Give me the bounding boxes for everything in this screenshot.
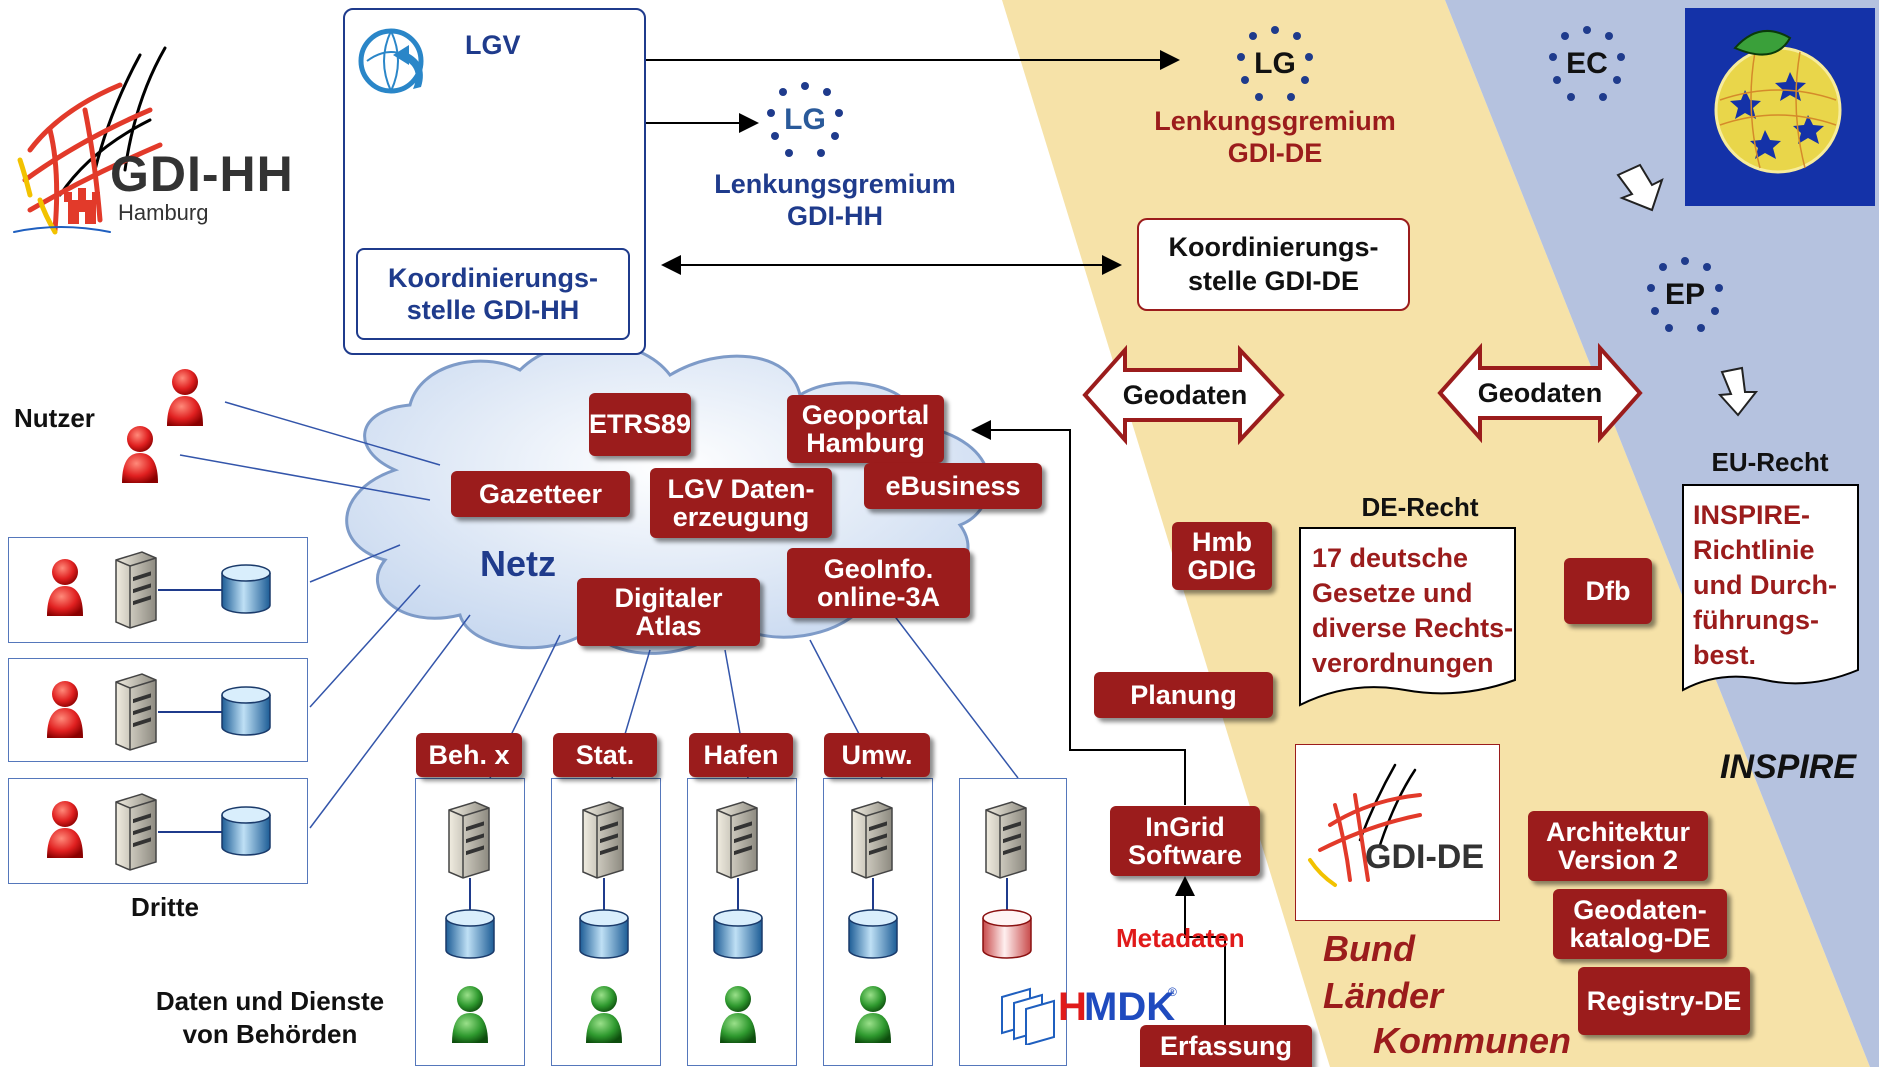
geodaten-arrow-right	[1437, 342, 1643, 444]
ep-symbol: EP	[1664, 278, 1706, 311]
architektur-box: Architektur Version 2	[1528, 811, 1708, 881]
lg-de-emblem: LG	[1225, 22, 1325, 112]
lg-de-label: Lenkungsgremium GDI-DE	[1154, 106, 1396, 169]
geoportal-box: Geoportal Hamburg	[787, 395, 944, 463]
hmdk-logo-reg: ®	[1168, 985, 1177, 999]
geodaten-arrow-left	[1082, 344, 1285, 446]
gdi-hh-logo-city: Hamburg	[118, 200, 209, 225]
koord-de-label: Koordinierungs- stelle GDI-DE	[1168, 231, 1379, 296]
erfassung-box: Erfassung	[1140, 1025, 1312, 1067]
gdi-de-logo-name: GDI-DE	[1365, 838, 1484, 876]
behoerde-label-4: Umw.	[824, 733, 930, 777]
inspire-label: INSPIRE	[1720, 748, 1857, 786]
lg-hh-label: Lenkungsgremium GDI-HH	[714, 169, 956, 232]
koord-hh-box: Koordinierungs- stelle GDI-HH	[356, 248, 630, 340]
dritte-row-1	[8, 537, 308, 643]
ec-emblem: EC	[1537, 22, 1637, 112]
geodaten-right-label: Geodaten	[1477, 378, 1603, 408]
hmdk-logo: H MDK ®	[996, 985, 1177, 1045]
nutzer-label: Nutzer	[14, 403, 95, 433]
ep-emblem: EP	[1635, 253, 1735, 343]
eu-recht-text: INSPIRE- Richtlinie und Durch- führungs-…	[1693, 500, 1837, 671]
lg-hh-emblem: LG	[755, 78, 855, 168]
registry-box: Registry-DE	[1578, 967, 1750, 1035]
behoerde-column-1	[415, 778, 525, 1066]
ec-symbol: EC	[1566, 47, 1608, 80]
gdi-hh-logo-mark	[13, 46, 167, 235]
eu-recht-paper	[1682, 484, 1859, 692]
behoerde-column-2	[551, 778, 661, 1066]
behoerde-column-4	[823, 778, 933, 1066]
geodatenkatalog-box: Geodaten- katalog-DE	[1553, 889, 1727, 959]
digitaler-atlas-box: Digitaler Atlas	[577, 578, 760, 646]
hmdk-logo-h: H	[1058, 985, 1087, 1029]
laender-label: Länder	[1323, 975, 1444, 1016]
etrs89-box: ETRS89	[589, 393, 691, 456]
gdi-hh-logo-name: GDI-HH	[110, 146, 294, 202]
lgv-globe-icon	[353, 25, 433, 95]
netz-label: Netz	[480, 543, 557, 584]
dritte-label: Dritte	[131, 892, 199, 922]
behoerde-label-3: Hafen	[689, 733, 793, 777]
de-recht-title: DE-Recht	[1361, 492, 1479, 522]
hmb-gdig-box: Hmb GDIG	[1172, 522, 1272, 590]
de-recht-text: 17 deutsche Gesetze und diverse Rechts- …	[1312, 543, 1514, 679]
de-recht-paper	[1299, 527, 1516, 707]
bund-label: Bund	[1323, 928, 1415, 969]
behoerde-label-1: Beh. x	[416, 733, 522, 777]
dritte-row-3	[8, 778, 308, 884]
lgv-daten-box: LGV Daten- erzeugung	[650, 468, 832, 538]
lgv-label: LGV	[465, 30, 521, 60]
lg-de-symbol: LG	[1254, 47, 1296, 80]
ingrid-box: InGrid Software	[1110, 806, 1260, 876]
gdi-de-logo-box	[1295, 744, 1500, 921]
metadaten-label: Metadaten	[1116, 923, 1245, 953]
eu-recht-title: EU-Recht	[1711, 447, 1829, 477]
hamburg-castle-icon	[64, 188, 100, 224]
gazetteer-box: Gazetteer	[451, 471, 630, 517]
planung-box: Planung	[1094, 672, 1273, 718]
inspire-logo	[1685, 8, 1875, 206]
geoinfo-box: GeoInfo. online-3A	[787, 548, 970, 618]
kommunen-label: Kommunen	[1373, 1020, 1571, 1061]
lg-hh-symbol: LG	[784, 103, 826, 136]
ebusiness-box: eBusiness	[864, 463, 1042, 509]
band-inspire	[1445, 0, 1879, 1067]
geodaten-left-label: Geodaten	[1122, 380, 1248, 410]
koord-de-box: Koordinierungs- stelle GDI-DE	[1137, 218, 1410, 311]
hmdk-logo-rest: MDK	[1084, 985, 1176, 1029]
behoerde-label-2: Stat.	[553, 733, 657, 777]
dfb-box: Dfb	[1564, 558, 1652, 624]
dritte-row-2	[8, 658, 308, 762]
daten-dienste-label: Daten und Dienste von Behörden	[155, 986, 385, 1049]
behoerde-column-5	[959, 778, 1067, 1066]
behoerde-column-3	[687, 778, 797, 1066]
koord-hh-label: Koordinierungs- stelle GDI-HH	[388, 262, 598, 325]
